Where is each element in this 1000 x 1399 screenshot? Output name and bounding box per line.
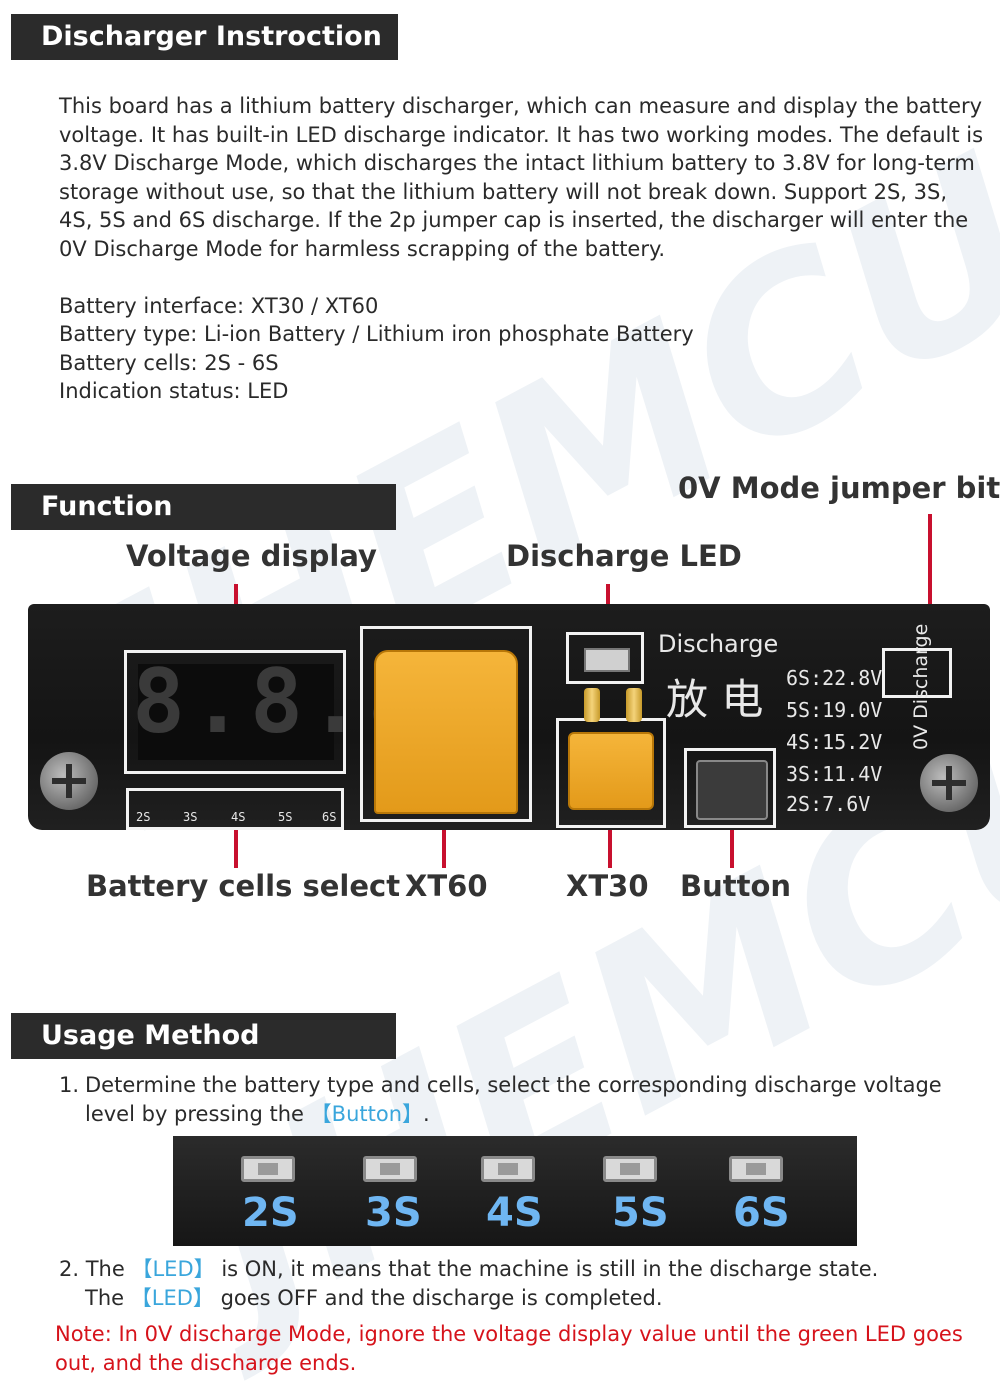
silk-voltage-2s: 2S:7.6V <box>786 792 871 816</box>
silk-discharge-en: Discharge <box>658 630 779 658</box>
intro-text: This board has a lithium battery dischar… <box>59 92 984 406</box>
spec-type: Battery type: Li-ion Battery / Lithium i… <box>59 322 694 346</box>
silk-voltage-5s: 5S:19.0V <box>786 698 883 722</box>
leader-line-cells-select <box>234 830 238 868</box>
label-jumper: 0V Mode jumper bit <box>678 471 1000 505</box>
label-cells-select: Battery cells select <box>86 869 401 903</box>
label-button: Button <box>680 869 792 903</box>
screw-icon <box>40 752 98 810</box>
cell-led-icon <box>241 1156 295 1182</box>
xt30-pin <box>626 688 642 722</box>
cell-label-5s: 5S <box>612 1190 669 1236</box>
intro-paragraph: This board has a lithium battery dischar… <box>59 94 984 261</box>
cell-label-6s: 6S <box>733 1190 790 1236</box>
xt30-connector <box>568 732 654 810</box>
silk-voltage-4s: 4S:15.2V <box>786 730 883 754</box>
button-highlight: 【Button】 <box>310 1101 423 1126</box>
button-box <box>684 748 776 828</box>
leader-line-button <box>730 830 734 868</box>
silk-voltage-3s: 3S:11.4V <box>786 762 883 786</box>
section-header-usage: Usage Method <box>11 1013 396 1059</box>
cell-label-4s: 4S <box>486 1190 543 1236</box>
step1-text: Determine the battery type and cells, se… <box>85 1073 942 1126</box>
xt60-box <box>360 626 532 822</box>
cells-led-photo <box>173 1136 857 1246</box>
step2a-pre: The <box>85 1257 125 1281</box>
cell-led-3s: 3S <box>183 810 198 824</box>
silk-discharge-cn: 放 电 <box>666 675 764 724</box>
usage-step-2: 2. The 【LED】 is ON, it means that the ma… <box>59 1255 979 1312</box>
section-header-instruction: Discharger Instroction <box>11 14 398 60</box>
spec-indication: Indication status: LED <box>59 379 289 403</box>
discharge-led-box <box>566 632 644 684</box>
cell-led-6s: 6S <box>322 810 337 824</box>
silk-voltage-6s: 6S:22.8V <box>786 666 883 690</box>
xt60-connector <box>374 650 518 814</box>
voltage-display-box <box>124 650 346 774</box>
cell-led-2s: 2S <box>136 810 151 824</box>
spec-cells: Battery cells: 2S - 6S <box>59 350 279 375</box>
label-discharge-led: Discharge LED <box>506 539 742 573</box>
cell-led-5s: 5S <box>278 810 293 824</box>
discharger-board: 8.8.8 2S 3S 4S 5S 6S Discharge 放 电 6S:22… <box>28 604 990 830</box>
section-title: Function <box>41 491 173 522</box>
xt30-pin <box>584 688 600 722</box>
step-number: 1. <box>59 1073 80 1097</box>
section-header-function: Function <box>11 484 396 530</box>
cells-select-box <box>126 788 344 830</box>
step1-end: . <box>423 1101 430 1126</box>
section-title: Usage Method <box>41 1020 260 1051</box>
xt30-box <box>556 718 666 828</box>
screw-icon <box>920 754 978 812</box>
display-digits: 8.8.8 <box>132 650 427 753</box>
cell-led-icon <box>603 1156 657 1182</box>
leader-line-xt30 <box>608 830 612 868</box>
label-xt30: XT30 <box>566 869 649 903</box>
label-xt60: XT60 <box>405 869 488 903</box>
cell-led-icon <box>729 1156 783 1182</box>
usage-step-1: 1. Determine the battery type and cells,… <box>59 1071 959 1128</box>
leader-line-jumper <box>928 514 932 654</box>
discharge-led-chip <box>584 648 630 672</box>
cell-label-2s: 2S <box>242 1190 299 1236</box>
step2b-pre: The <box>85 1285 125 1310</box>
leader-line-xt60 <box>442 830 446 868</box>
led-highlight: 【LED】 <box>130 1285 214 1310</box>
cell-led-icon <box>363 1156 417 1182</box>
step-number: 2. <box>59 1257 80 1281</box>
cell-led-icon <box>481 1156 535 1182</box>
jumper-box <box>882 648 952 698</box>
step2b-post: goes OFF and the discharge is completed. <box>220 1285 663 1310</box>
seven-segment-display <box>138 664 334 760</box>
cell-label-3s: 3S <box>365 1190 422 1236</box>
spec-interface: Battery interface: XT30 / XT60 <box>59 293 379 318</box>
led-highlight: 【LED】 <box>131 1257 215 1281</box>
cell-led-4s: 4S <box>231 810 246 824</box>
silk-zero-v-discharge: 0V Discharge <box>910 623 932 750</box>
label-voltage-display: Voltage display <box>126 539 377 573</box>
push-button[interactable] <box>696 760 768 820</box>
section-title: Discharger Instroction <box>41 21 382 52</box>
note-text: Note: In 0V discharge Mode, ignore the v… <box>55 1322 963 1375</box>
step2a-post: is ON, it means that the machine is stil… <box>221 1257 879 1281</box>
